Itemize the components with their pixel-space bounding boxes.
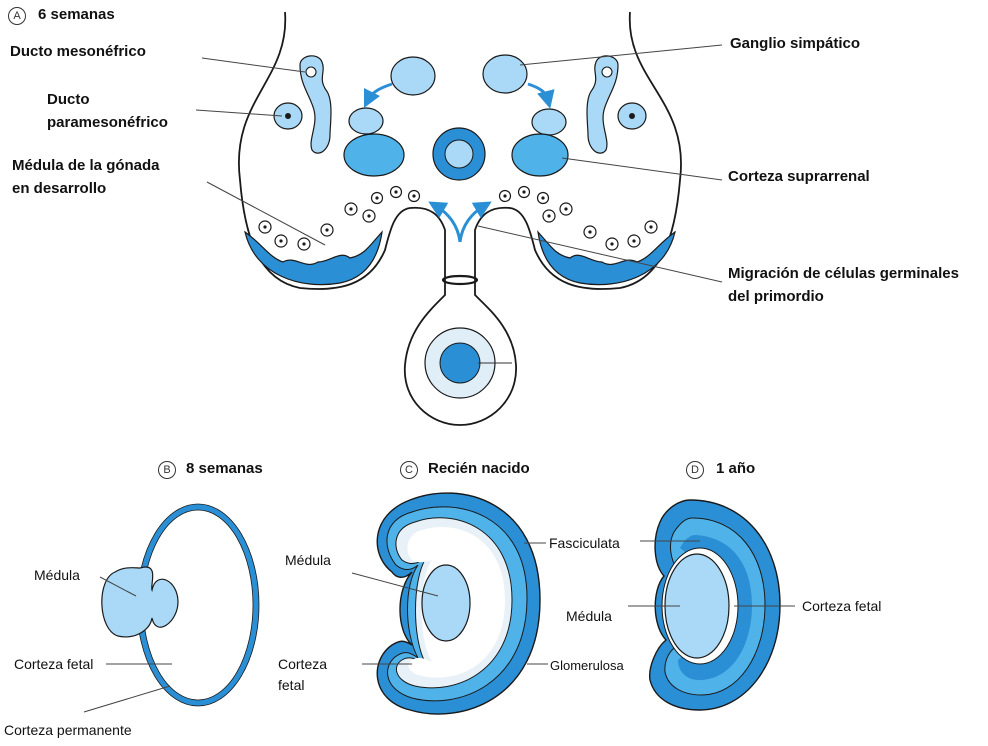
- panel-d-title: 1 año: [716, 459, 755, 478]
- label-c-fetal-cortex-2: fetal: [278, 676, 304, 695]
- label-d-medulla: Médula: [566, 607, 612, 626]
- label-c-fasciculata: Fasciculata: [549, 534, 620, 553]
- panel-a-letter: A: [8, 7, 26, 25]
- label-gonad-medulla-1: Médula de la gónada: [12, 156, 160, 175]
- label-b-permanent-cortex: Corteza permanente: [4, 721, 132, 740]
- panel-b-letter: B: [158, 461, 176, 479]
- label-c-fetal-cortex-1: Corteza: [278, 655, 327, 674]
- label-d-fetal-cortex: Corteza fetal: [802, 597, 881, 616]
- yolk-sac-inner: [440, 343, 480, 383]
- label-c-glomerulosa: Glomerulosa: [550, 656, 624, 675]
- panel-c-letter: C: [400, 461, 418, 479]
- panel-c-adrenal-newborn: [352, 493, 548, 714]
- panel-d-letter: D: [686, 461, 704, 479]
- label-mesonephric-duct: Ducto mesonéfrico: [10, 42, 146, 61]
- label-c-medulla: Médula: [285, 551, 331, 570]
- right-medulla-precursor: [532, 109, 566, 135]
- left-adrenal-cortex-primordium: [344, 134, 404, 176]
- panel-c-title: Recién nacido: [428, 459, 530, 478]
- panel-d-adrenal-1-year: [628, 500, 795, 710]
- label-paramesonephric-2: paramesonéfrico: [47, 113, 168, 132]
- label-b-fetal-cortex: Corteza fetal: [14, 655, 93, 674]
- left-medulla-precursor: [349, 108, 383, 134]
- medulla-c: [422, 565, 470, 641]
- left-sympathetic-ganglion: [391, 57, 435, 95]
- label-gonad-medulla-2: en desarrollo: [12, 179, 106, 198]
- label-b-medulla: Médula: [34, 566, 80, 585]
- panel-a-title: 6 semanas: [38, 5, 115, 24]
- panel-a-embryo-cross-section: [196, 12, 722, 425]
- right-sympathetic-ganglion: [483, 55, 527, 93]
- label-germ-cell-migration-1: Migración de células germinales: [728, 264, 959, 283]
- panel-b-title: 8 semanas: [186, 459, 263, 478]
- label-sympathetic-ganglion: Ganglio simpático: [730, 34, 860, 53]
- right-adrenal-cortex-primordium: [512, 134, 568, 176]
- panel-b-adrenal-8-weeks: [84, 504, 259, 712]
- label-germ-cell-migration-2: del primordio: [728, 287, 824, 306]
- label-paramesonephric-1: Ducto: [47, 90, 90, 109]
- label-adrenal-cortex: Corteza suprarrenal: [728, 167, 870, 186]
